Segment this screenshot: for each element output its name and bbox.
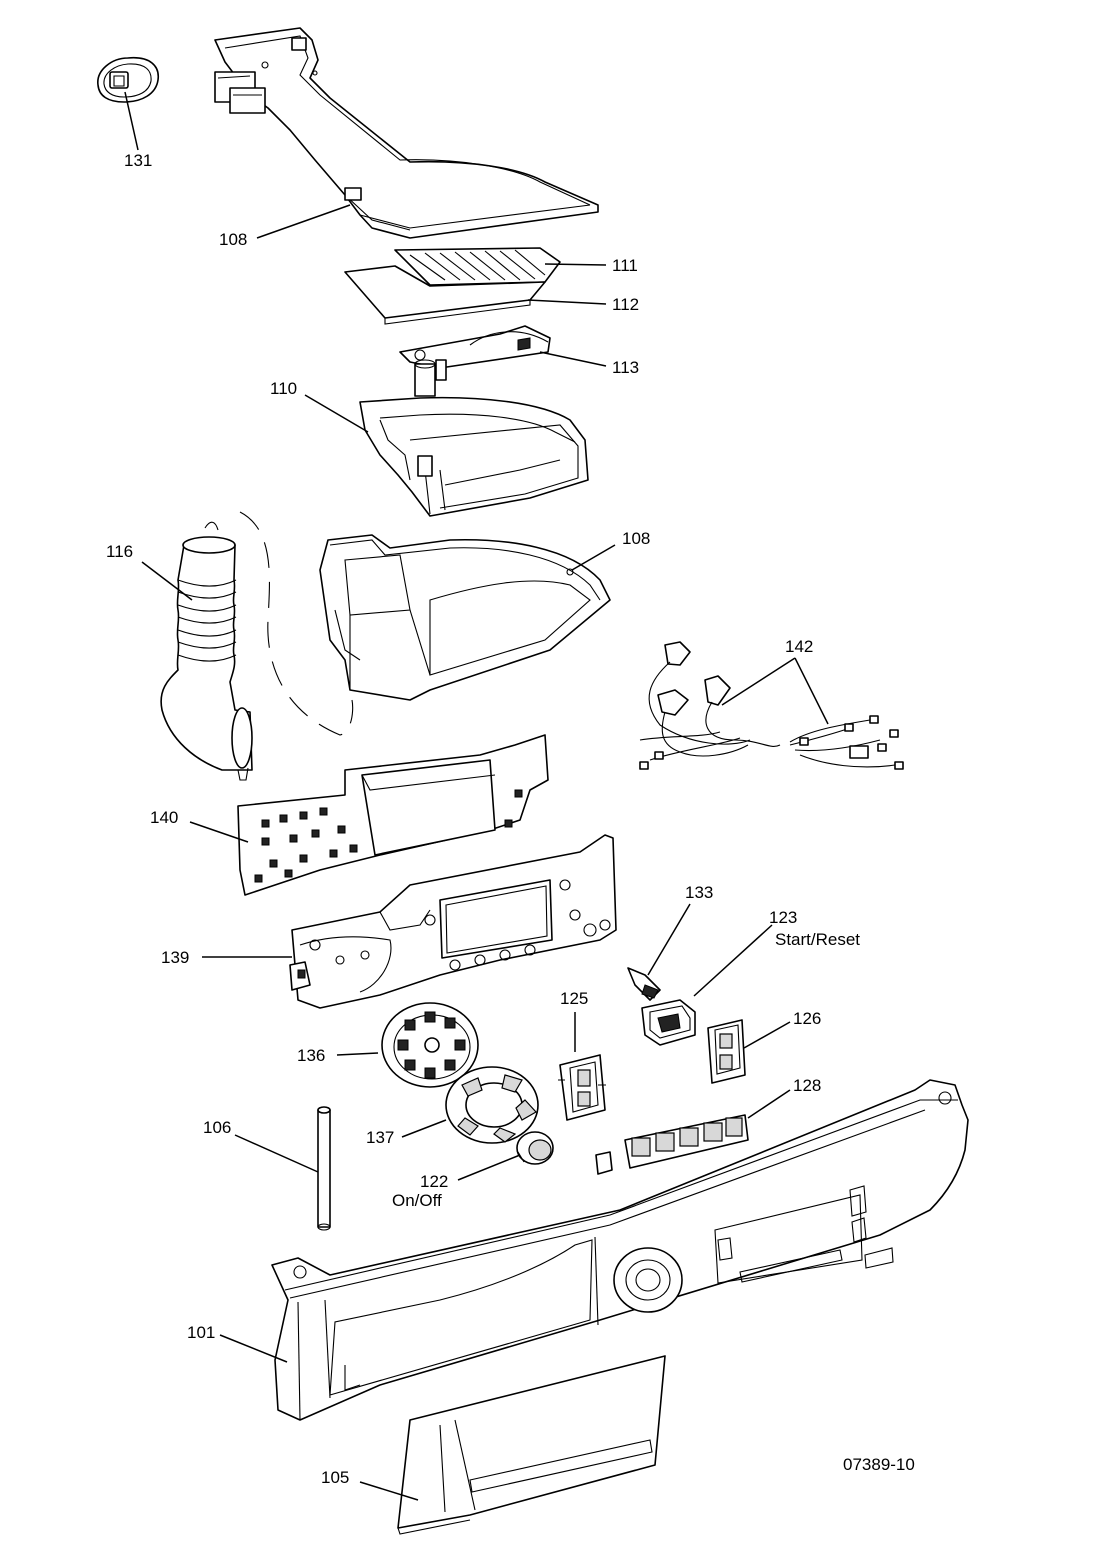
callout-133: 133 [685,883,713,902]
callout-123: 123 [769,908,797,927]
callout-111: 111 [612,256,638,275]
part-123-start-reset-switch[interactable] [641,999,696,1046]
part-125-switch[interactable] [558,1054,606,1121]
part-108-duct-cover[interactable] [214,27,599,239]
part-131-grommet[interactable] [97,56,159,103]
part-111-lint-screen[interactable] [394,247,561,286]
part-110-filter-housing[interactable] [359,396,589,517]
callout-140: 140 [150,808,178,827]
callout-122-description: On/Off [392,1191,442,1210]
part-116-vent-hose[interactable] [160,521,253,781]
callout-108-top: 108 [219,230,247,249]
callout-136: 136 [297,1046,325,1065]
callout-137: 137 [366,1128,394,1147]
part-128-button-set[interactable] [595,1114,749,1175]
callout-106: 106 [203,1118,231,1137]
callout-125: 125 [560,989,588,1008]
callout-128: 128 [793,1076,821,1095]
callout-112: 112 [612,295,639,314]
part-133-lamp[interactable] [627,967,661,1001]
drawing-id: 07389-10 [843,1455,915,1474]
callout-122: 122 [420,1172,448,1191]
callout-110: 110 [270,379,297,398]
part-108-lower-shroud[interactable] [319,534,611,701]
part-137-knob-ring[interactable] [445,1066,539,1144]
part-105-drawer-front[interactable] [397,1355,666,1535]
callout-113: 113 [612,358,639,377]
part-140-control-board[interactable] [237,734,549,896]
part-136-selector-switch[interactable] [381,1002,479,1088]
part-106-light-pipe[interactable] [317,1106,331,1231]
callout-139: 139 [161,948,189,967]
callout-116: 116 [106,542,133,561]
part-126-switch[interactable] [707,1019,746,1084]
callout-126: 126 [793,1009,821,1028]
callout-101: 101 [187,1323,215,1342]
part-142-wire-harness[interactable] [639,641,904,770]
callout-123-description: Start/Reset [775,930,860,949]
part-101-console-panel[interactable] [271,1079,969,1421]
callout-105: 105 [321,1468,349,1487]
callout-131: 131 [124,151,152,170]
part-113-sensor-bracket[interactable] [399,325,551,397]
part-122-on-off-button[interactable] [516,1131,554,1165]
part-112-filter-pad[interactable] [344,265,546,325]
callout-142: 142 [785,637,813,656]
callout-108-lower: 108 [622,529,650,548]
part-139-ui-housing[interactable] [289,834,617,1009]
